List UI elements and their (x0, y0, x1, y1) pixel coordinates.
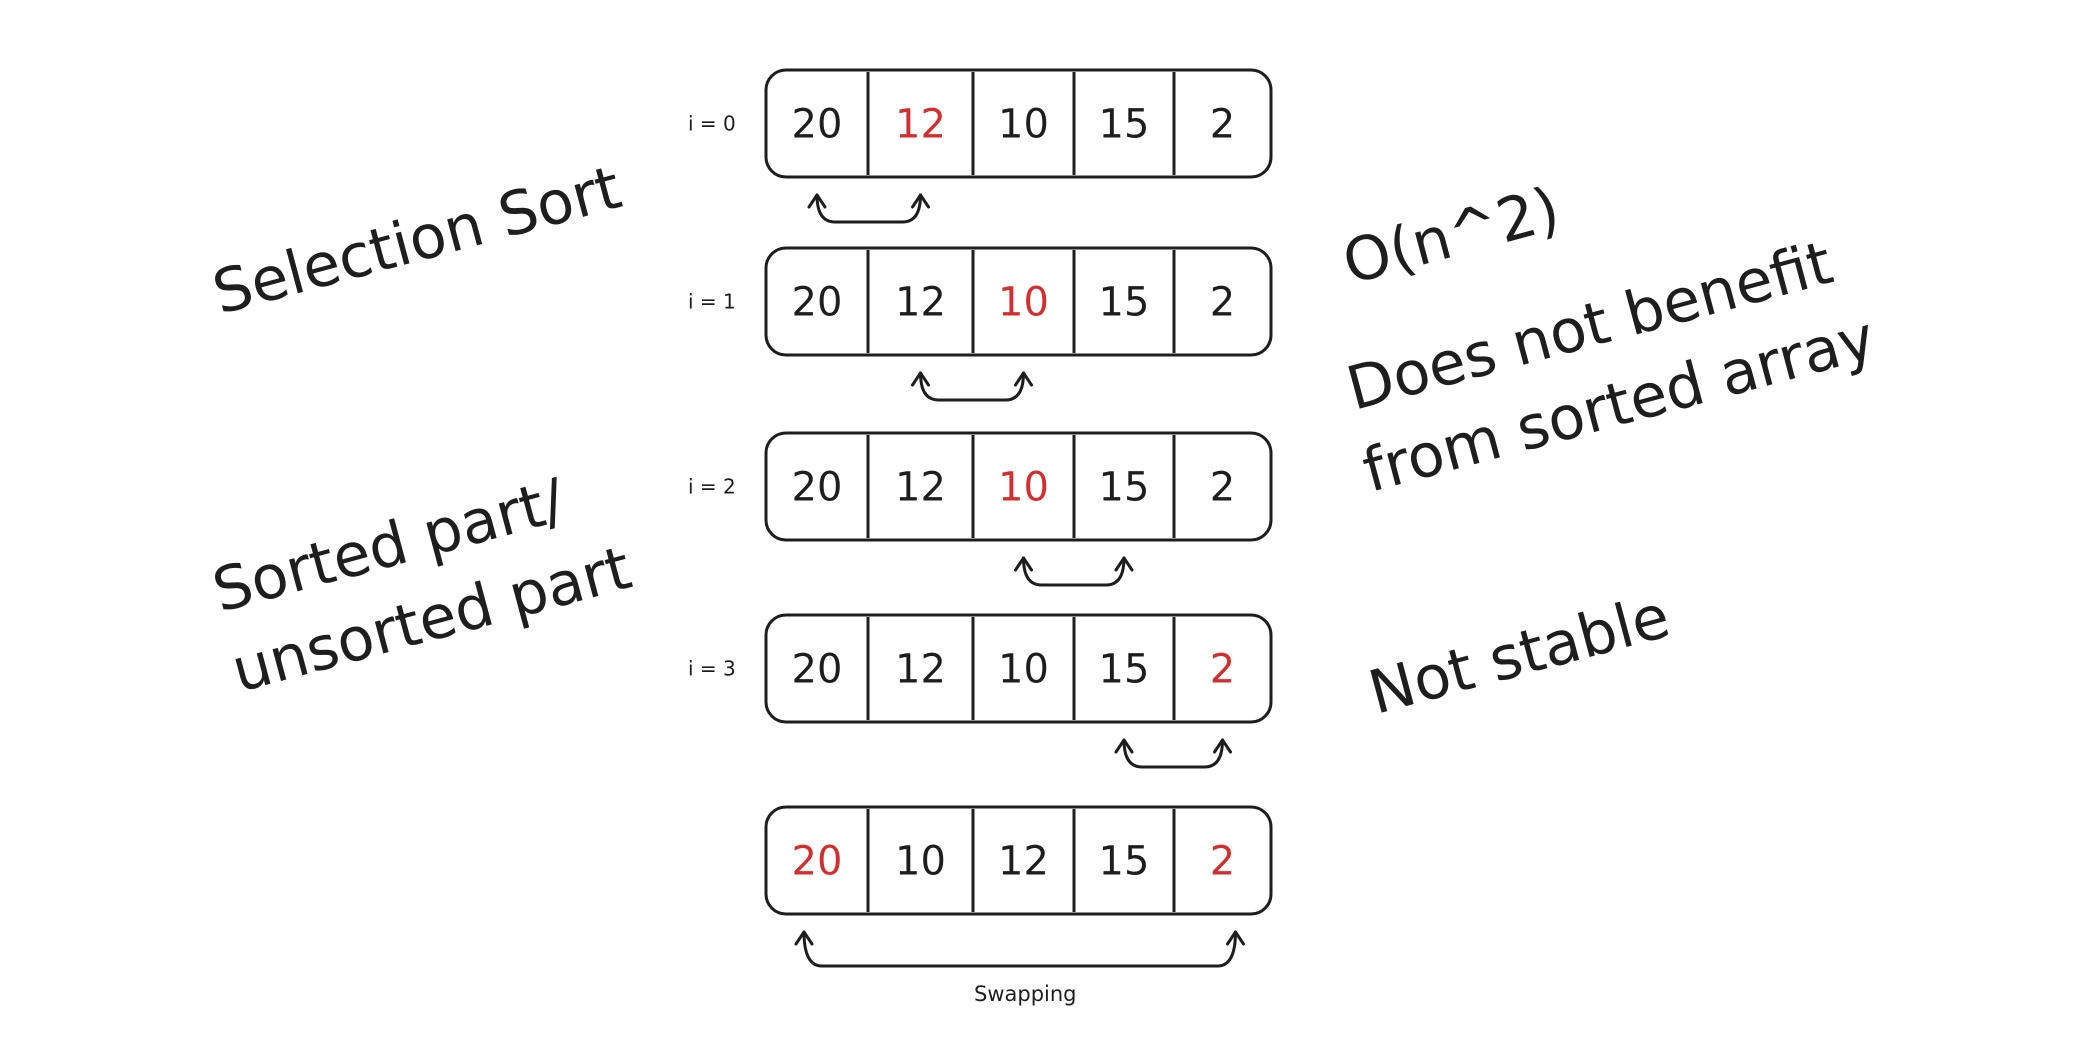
cell-value: 20 (792, 839, 843, 885)
row-label: i = 0 (688, 112, 736, 136)
arrow-head (911, 371, 930, 387)
arrow-head (1114, 556, 1134, 572)
cell-value: 15 (1099, 465, 1150, 511)
swap-arrow (919, 371, 1025, 402)
cell-value: 15 (1099, 280, 1150, 326)
array-outline (764, 805, 1273, 916)
swap-arrow (1122, 738, 1224, 769)
cell-value: 10 (998, 465, 1049, 511)
row-label: i = 2 (688, 475, 736, 499)
arrow-head (1014, 371, 1033, 387)
array-outline (764, 431, 1273, 542)
cell-value: 20 (792, 280, 843, 326)
cell-value: 15 (1099, 647, 1150, 693)
arrow-head (807, 193, 827, 209)
arrow-head (1213, 738, 1232, 754)
cell-value: 12 (895, 647, 946, 693)
cell-value: 2 (1210, 280, 1235, 326)
swap-arrow (1022, 556, 1126, 587)
cell-value: 12 (895, 280, 946, 326)
cell-value: 2 (1210, 102, 1235, 148)
cell-value: 2 (1210, 647, 1235, 693)
cell-value: 2 (1210, 839, 1235, 885)
cell-value: 10 (998, 280, 1049, 326)
array-outline (764, 613, 1273, 724)
cell-value: 20 (792, 647, 843, 693)
cell-value: 10 (998, 102, 1049, 148)
cell-value: 20 (792, 465, 843, 511)
array-outline (764, 246, 1273, 357)
arrow-head (1226, 930, 1245, 946)
cell-value: 15 (1099, 839, 1150, 885)
array-outline (764, 68, 1273, 179)
row-label: i = 1 (688, 290, 736, 314)
arrow-head (911, 193, 930, 209)
cell-value: 10 (998, 647, 1049, 693)
cell-value: 10 (895, 839, 946, 885)
arrow-head (794, 930, 814, 946)
swap-caption: Swapping (974, 982, 1077, 1006)
row-label: i = 3 (688, 657, 736, 681)
swap-arrow (815, 193, 922, 224)
cell-value: 12 (895, 465, 946, 511)
swap-arrow (802, 930, 1237, 968)
cell-value: 20 (792, 102, 843, 148)
cell-value: 15 (1099, 102, 1150, 148)
cell-value: 12 (895, 102, 946, 148)
arrow-head (1114, 738, 1134, 754)
cell-value: 2 (1210, 465, 1235, 511)
cell-value: 12 (998, 839, 1049, 885)
arrow-head (1014, 556, 1033, 572)
